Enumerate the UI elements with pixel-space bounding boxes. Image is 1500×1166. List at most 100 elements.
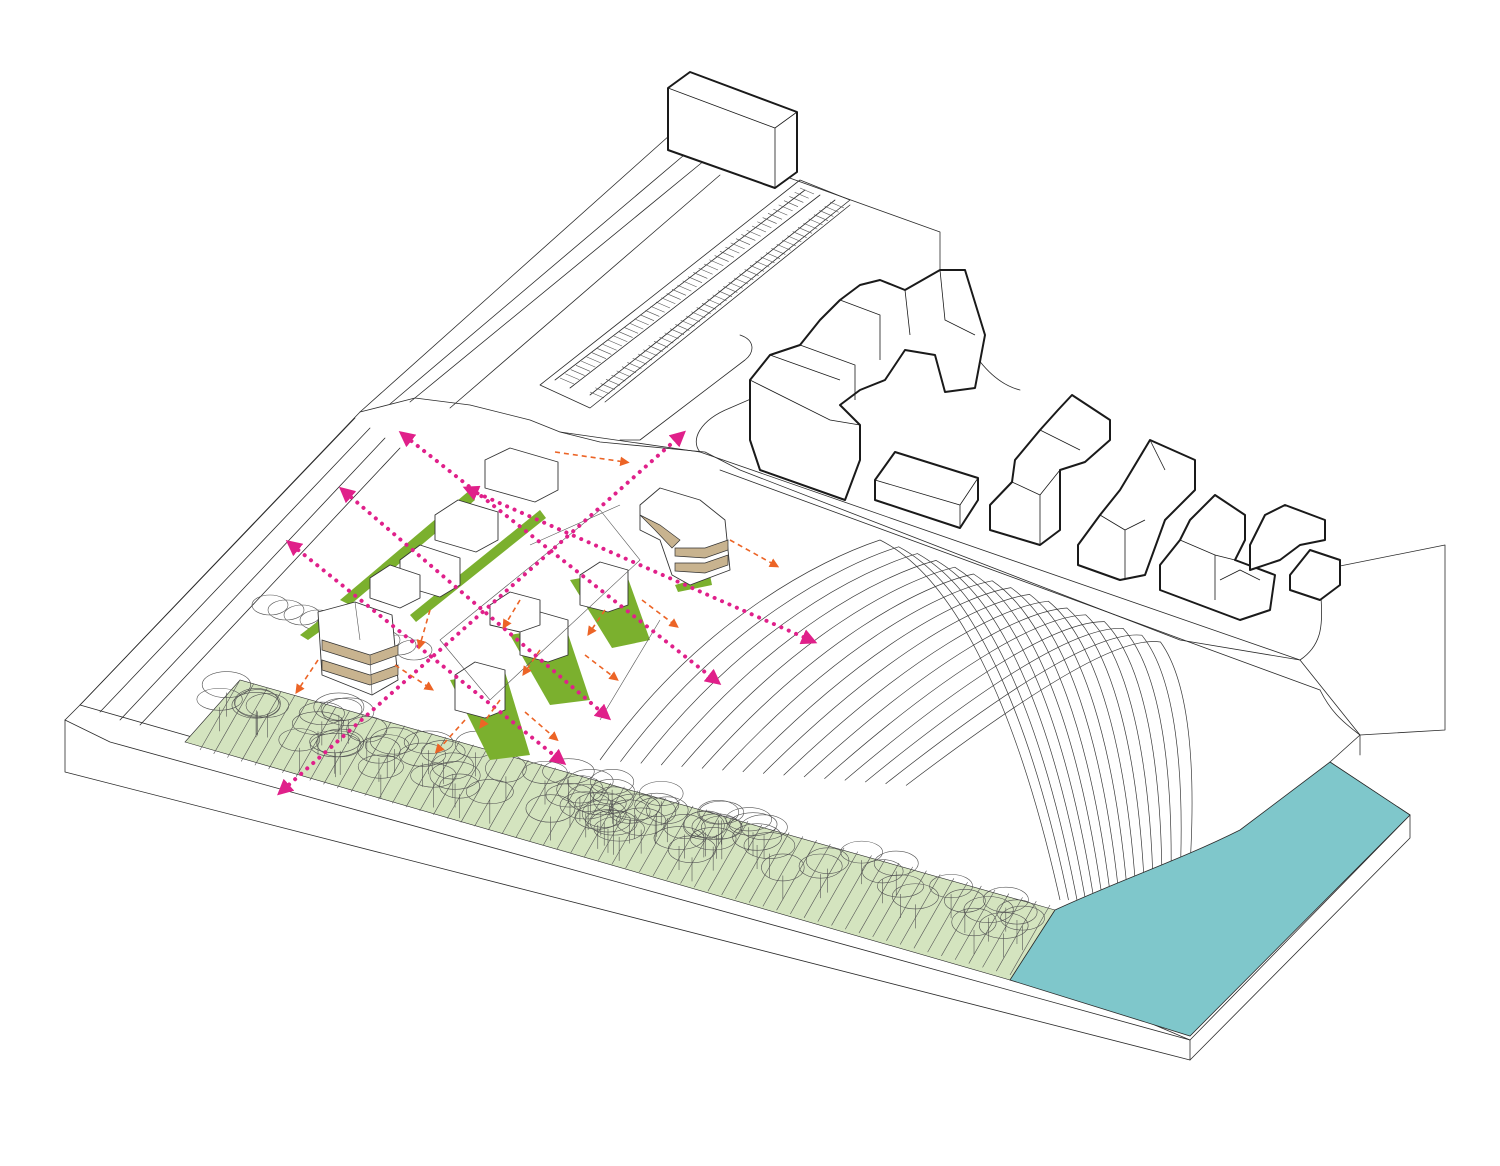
contour-line [660,560,1086,901]
parking-stall-line [707,298,722,306]
parking-stall-line [829,201,845,209]
parking-stall-line [629,322,644,330]
existing-house-3 [1077,439,1196,581]
parking-stall-line [717,290,733,297]
parking-stall-line [789,196,804,203]
parking-stall-line [655,301,671,309]
parking-stall-line [739,273,754,281]
parking-stall-line [616,370,631,378]
parking-stall-line [687,276,703,283]
parking-stall-line [648,345,663,352]
parking-stall-line [675,324,690,331]
parking-stall-line [767,213,783,220]
forest-line [735,828,776,899]
parking-stall-line [602,343,617,351]
terrace-tower-west [317,601,399,696]
parking-stall-line [607,339,623,347]
parking-stall-line [581,360,596,368]
parking-stall-line [709,259,724,267]
parking-stall-line [570,369,585,376]
site-base [64,397,1411,1061]
parking-stall-line [703,263,719,271]
forest-line [680,813,721,884]
contour-line [905,641,1193,901]
parking-stall-line [595,387,610,395]
forest-line [611,794,653,865]
contour-line [701,573,1103,901]
axis-5 [277,430,686,796]
parking-stall-line [728,281,743,289]
parking-stall-line [600,383,615,390]
parking-stall-line [645,310,660,317]
parking-stall-line [634,318,649,326]
parking-stall-line [803,222,818,230]
parking-stall-line [765,252,781,259]
forest-line [227,687,268,758]
existing-house-2 [989,394,1111,546]
contour-line [762,594,1129,901]
forest-line [693,817,735,888]
existing-house-1 [874,451,979,529]
forest-line [803,847,845,918]
parking-stall-line [760,256,775,264]
parking-stall-line [653,341,669,348]
parking-stall-line [701,303,717,310]
parking-stall-line [575,365,591,372]
parking-stall-line [586,356,601,364]
forest-line [913,878,955,949]
parking-stall-line [589,391,605,399]
parking-stall-line [627,362,642,369]
parking-stall-line [682,280,697,288]
water-body [1009,761,1411,1037]
view-directions [295,451,780,754]
parking-lot [539,179,851,441]
existing-house-5 [1249,504,1341,601]
parking-stall-line [725,246,740,254]
parking-stall-line [605,379,621,386]
parking-stall-line [749,265,765,272]
parking-stall-line [714,255,729,262]
parking-stall-line [611,374,626,382]
parking-stall-line [794,191,809,199]
parking-stall-line [762,217,777,224]
parking-stall-line [650,305,665,313]
forest-line [996,901,1037,972]
forest-line [941,885,982,957]
parking-stall-line [659,336,674,344]
parking-stall-line [741,234,756,241]
parking-stall-line [661,297,676,305]
parking-stall-line [691,311,706,319]
parking-stall-line [778,204,793,212]
parking-stall-line [781,239,797,247]
tree-canopy [196,594,1045,958]
parking-stall-line [669,328,685,335]
parking-stall-line [787,235,802,243]
parking-stall-line [808,218,823,226]
forest-line [707,820,749,892]
parking-stall-line [733,277,749,285]
parking-stall-line [685,315,701,323]
forest-line [927,881,968,953]
forest-line [776,840,817,911]
parking-stall-line [744,269,759,276]
parking-stall-line [735,238,751,245]
contour-line [824,614,1154,901]
parking-stall-line [776,243,791,251]
forest-line [831,855,872,926]
parking-stall-line [824,205,839,213]
forest-line [240,691,282,762]
parking-stall-line [666,293,681,300]
parking-stall-line [712,294,727,302]
parking-stall-line [643,349,658,357]
forest-line [1009,904,1051,976]
forest-line [721,824,762,896]
parking-stalls [559,187,845,399]
proposed-development [300,447,731,760]
forest-line [872,866,913,938]
contour-line [722,580,1112,901]
forest-line [213,683,254,754]
parking-stall-line [773,208,788,216]
parking-stall-line [813,214,829,221]
parking-stall-line [639,314,655,321]
